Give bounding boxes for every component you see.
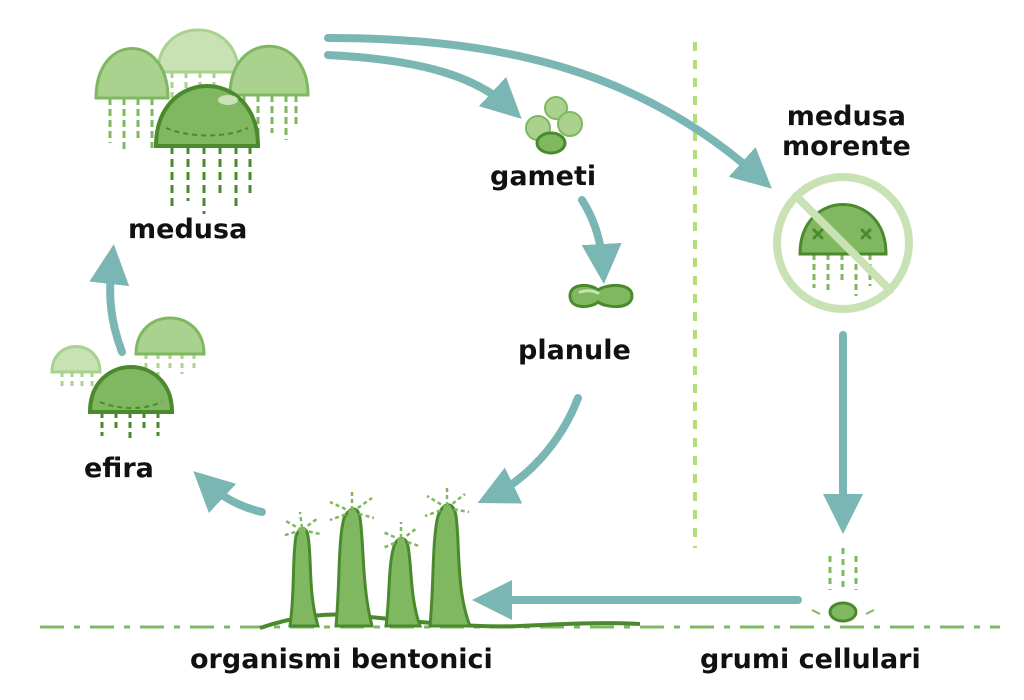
label-medusa-morente-line2: morente	[782, 131, 911, 163]
label-medusa: medusa	[128, 214, 248, 245]
label-organismi-bentonici: organismi bentonici	[190, 644, 493, 675]
label-planule: planule	[518, 335, 631, 366]
label-medusa-morente: medusa morente	[782, 101, 911, 163]
label-medusa-morente-line1: medusa	[786, 101, 907, 132]
arrow-medusa-to-morente	[324, 34, 772, 189]
gameti-illustration	[525, 96, 583, 155]
grumi-illustration	[811, 548, 875, 623]
medusa-illustration	[94, 28, 310, 214]
arrow-efira-to-medusa	[89, 244, 130, 356]
benthic-organisms-illustration	[259, 488, 641, 630]
dying-medusa-illustration	[773, 173, 913, 313]
label-efira: efira	[84, 453, 154, 484]
arrow-bentonici-to-efira	[193, 471, 266, 516]
arrow-medusa-to-gameti	[324, 51, 522, 119]
efira-illustration	[50, 316, 206, 438]
label-grumi-cellulari: grumi cellulari	[700, 644, 921, 675]
arrow-gameti-to-planule	[578, 196, 622, 284]
arrow-planule-to-bentonici	[477, 394, 582, 504]
planula-illustration	[568, 284, 634, 308]
label-gameti: gameti	[490, 161, 597, 192]
